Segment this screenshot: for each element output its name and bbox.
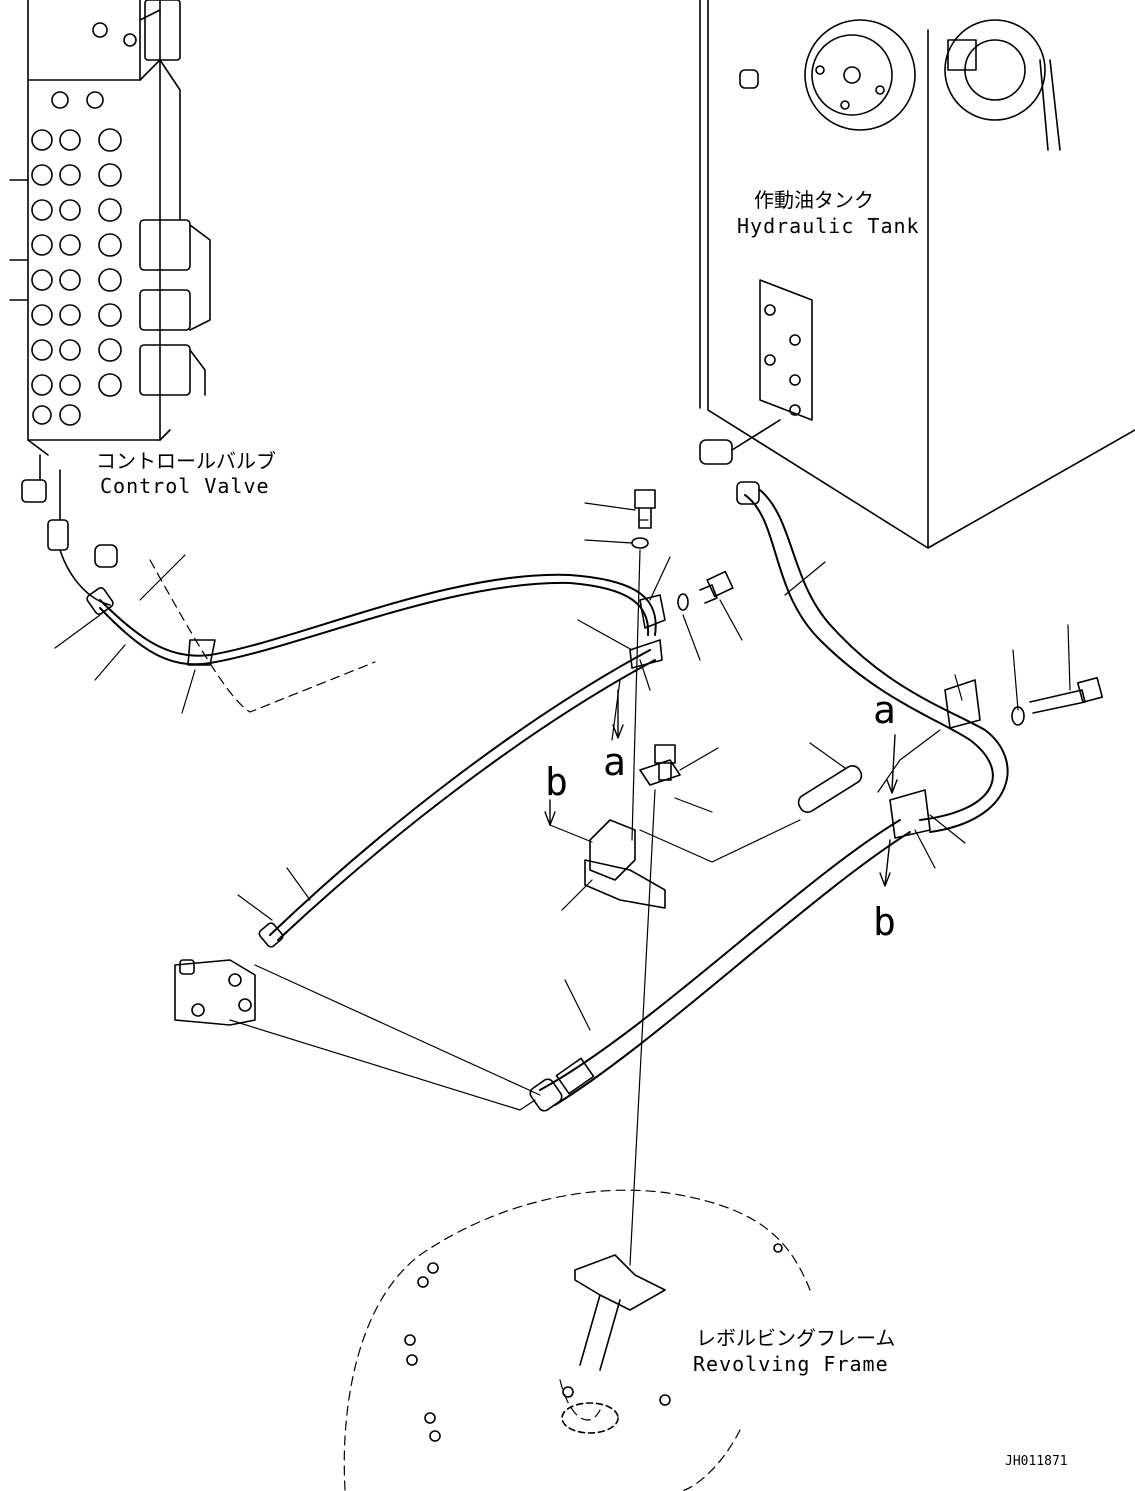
control-valve-drawing [9,0,211,456]
reference-arrows [544,689,898,887]
hydraulic-tank-label-jp: 作動油タンク [754,188,874,212]
bolts [631,489,1104,781]
control-valve-label-jp: コントロールバルブ [96,449,276,473]
hose-lower-main [529,819,911,1112]
hose-tank-return [736,481,1009,833]
valve-ports [31,22,137,426]
clamps [187,594,981,839]
revolving-frame-label-jp: レボルビングフレーム [696,1326,895,1350]
reference-a-right: a [873,688,896,732]
hose-diagonal-left [258,649,656,948]
hydraulic-tank-label-en: Hydraulic Tank [737,214,920,238]
short-tube [797,765,863,813]
valve-block-lower-left [174,959,256,1026]
reference-b-right: b [873,900,896,944]
control-valve-label-en: Control Valve [100,474,270,498]
hose-upper-long [99,573,657,666]
revolving-frame-drawing [404,1243,783,1442]
dashed-outlines [149,559,811,1491]
reference-b-left: b [545,760,568,804]
revolving-frame-label-en: Revolving Frame [693,1352,889,1376]
leader-lines [54,502,1071,1266]
hydraulic-tank-drawing [699,0,1135,549]
reference-a-left: a [603,740,626,784]
fittings-left [21,454,118,615]
drawing-code: JH011871 [1005,1454,1068,1469]
